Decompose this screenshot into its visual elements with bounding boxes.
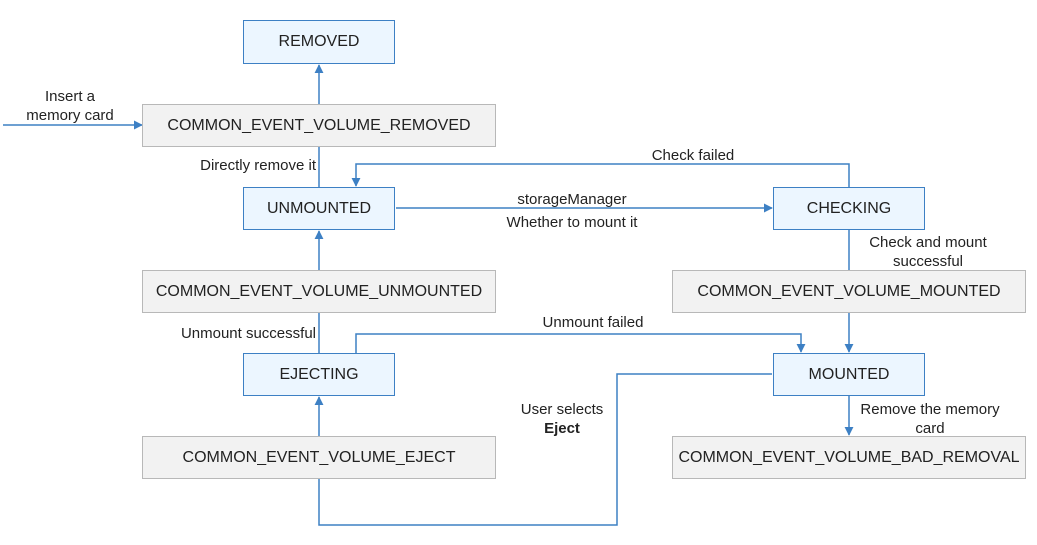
state-removed: REMOVED xyxy=(243,20,395,64)
state-mounted: MOUNTED xyxy=(773,353,925,396)
event-volume-mounted-label: COMMON_EVENT_VOLUME_MOUNTED xyxy=(697,282,1001,300)
state-ejecting: EJECTING xyxy=(243,353,395,396)
state-checking: CHECKING xyxy=(773,187,925,230)
label-storage-manager: storageManager xyxy=(517,191,627,208)
label-check-mount-line1: Check and mount xyxy=(869,234,987,251)
state-ejecting-label: EJECTING xyxy=(279,365,359,383)
label-check-mount-successful: Check and mount successful xyxy=(853,233,1003,271)
label-insert-card-line1: Insert a xyxy=(44,88,96,105)
label-unmount-successful: Unmount successful xyxy=(180,325,316,342)
label-eject: Eject xyxy=(544,420,580,437)
label-whether-mount: Whether to mount it xyxy=(506,214,638,231)
label-directly-remove: Directly remove it xyxy=(200,157,316,174)
state-unmounted-label: UNMOUNTED xyxy=(267,199,371,217)
label-remove-card-line1: Remove the memory xyxy=(860,401,1000,418)
arrow-unmount-failed xyxy=(355,333,806,353)
event-volume-mounted: COMMON_EVENT_VOLUME_MOUNTED xyxy=(672,270,1026,313)
label-check-mount-line2: successful xyxy=(892,253,964,270)
event-volume-removed: COMMON_EVENT_VOLUME_REMOVED xyxy=(142,104,496,147)
event-volume-eject-label: COMMON_EVENT_VOLUME_EJECT xyxy=(182,448,456,466)
state-mounted-label: MOUNTED xyxy=(808,365,890,383)
label-user-selects-eject: User selects Eject xyxy=(492,400,632,438)
arrow-check-failed xyxy=(351,163,850,187)
label-insert-card: Insert a memory card xyxy=(12,87,128,125)
label-unmount-failed: Unmount failed xyxy=(542,314,644,331)
event-volume-removed-label: COMMON_EVENT_VOLUME_REMOVED xyxy=(167,116,471,134)
label-check-failed: Check failed xyxy=(651,147,735,164)
event-volume-bad-removal: COMMON_EVENT_VOLUME_BAD_REMOVAL xyxy=(672,436,1026,479)
event-volume-unmounted-label: COMMON_EVENT_VOLUME_UNMOUNTED xyxy=(155,282,483,300)
label-insert-card-line2: memory card xyxy=(26,107,114,124)
event-volume-eject: COMMON_EVENT_VOLUME_EJECT xyxy=(142,436,496,479)
state-checking-label: CHECKING xyxy=(806,199,892,217)
event-volume-unmounted: COMMON_EVENT_VOLUME_UNMOUNTED xyxy=(142,270,496,313)
event-volume-bad-removal-label: COMMON_EVENT_VOLUME_BAD_REMOVAL xyxy=(678,448,1020,466)
state-unmounted: UNMOUNTED xyxy=(243,187,395,230)
label-user-selects: User selects xyxy=(520,401,604,418)
label-remove-memory-card: Remove the memory card xyxy=(850,400,1010,438)
state-removed-label: REMOVED xyxy=(278,33,360,50)
line-user-eject xyxy=(318,373,772,526)
label-remove-card-line2: card xyxy=(915,420,945,437)
